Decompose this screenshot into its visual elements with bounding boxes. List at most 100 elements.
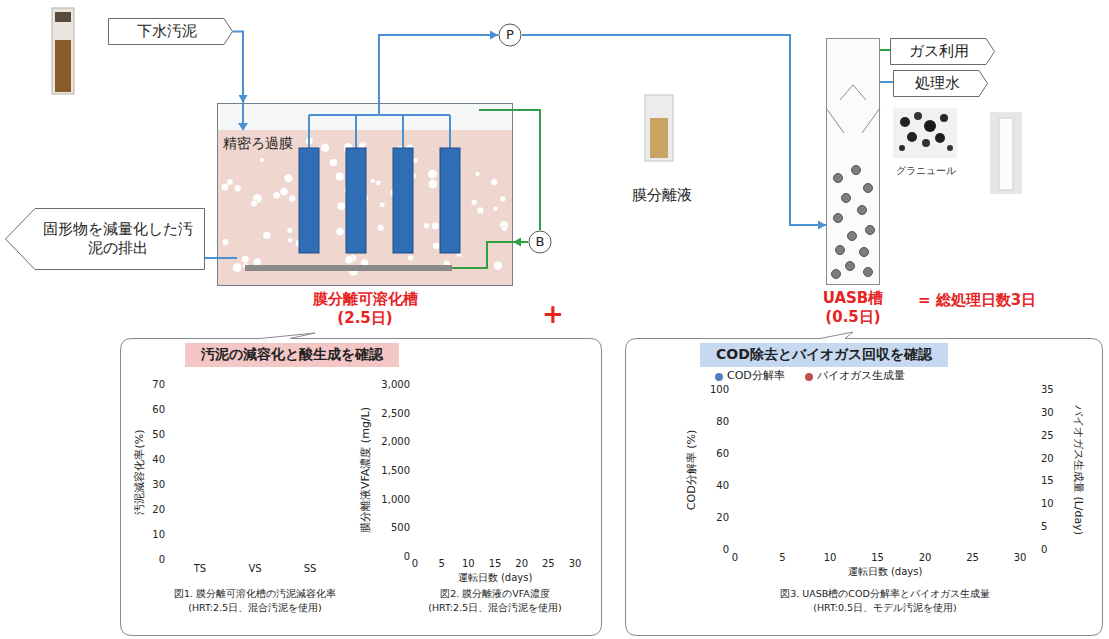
callout-title: COD除去とバイオガス回収を確認 [700,343,948,367]
edge-label: 膜分離液 [630,186,694,205]
tick-label: 15 [489,558,502,571]
tank-title: 膜分離可溶化槽 (2.5日) [300,290,430,328]
figure-caption: (HRT:2.5日、混合汚泥を使用) [188,602,322,614]
tick-label: 40 [152,454,165,467]
tick-label: 20 [515,558,528,571]
connector-line [513,110,540,230]
permeate-photo [645,95,673,161]
tick-label: 80 [716,416,729,429]
connector [880,82,893,83]
blower-symbol: B [528,230,552,254]
connector-line [880,49,890,51]
tick-label: 5 [438,558,444,571]
tick-label: 10 [824,552,837,565]
blower-letter: B [536,234,545,250]
plus-sign: + [542,298,564,331]
axis-title: 膜分離液VFA濃度 (mg/L) [359,407,373,533]
output-arrow-box: ガス利用 [890,38,995,65]
tick-label: 60 [716,448,729,461]
tank-illustration [217,103,513,286]
tick-label: 2,500 [381,407,410,420]
tick-label: 40 [716,480,729,493]
legend-label: バイオガス生成量 [817,369,905,383]
figure-caption: 図1. 膜分離可溶化槽の汚泥減容化率 [174,588,336,600]
arrow-head [513,238,521,247]
granule-photo [893,108,957,158]
membrane-label: 精密ろ過膜 [222,135,294,153]
figure-caption: 図2. 膜分離液のVFA濃度 [440,588,550,600]
tick-label: 10 [462,558,475,571]
legend-swatch [715,373,723,381]
treated-water-photo [990,112,1022,194]
tick-label: 0 [723,544,729,557]
tick-label: 10 [152,529,165,542]
tick-label: 500 [391,522,410,535]
axis-title: 運転日数 (days) [848,566,923,579]
output-arrow-box: 処理水 [893,70,988,97]
category-label: TS [194,563,206,576]
connector [880,50,890,51]
tick-label: 25 [1041,429,1054,442]
uasb-reactor: UASB槽 (0.5日) [826,38,880,285]
tick-label: 25 [542,558,555,571]
connector-line [205,257,217,259]
tick-label: 1,500 [381,465,410,478]
tick-label: 30 [1041,407,1054,420]
total-days: = 総処理日数3日 [918,291,1036,310]
tick-label: 20 [919,552,932,565]
tick-label: 15 [1041,475,1054,488]
legend-swatch [805,373,813,381]
axis-title: 運転日数 (days) [458,572,533,585]
tick-label: 100 [710,384,729,397]
tick-label: 20 [152,504,165,517]
figure-caption: (HRT:0.5日、モデル汚泥を使用) [813,602,957,614]
arrow-head [818,221,826,230]
input-label: 下水汚泥 [137,22,197,41]
discharge-arrow-box: 固形物を減量化した汚泥の排出 [5,208,205,270]
connector [513,110,540,230]
pump-letter: P [506,27,514,43]
tick-label: 1,000 [381,493,410,506]
tick-label: 15 [871,552,884,565]
input-arrow-box: 下水汚泥 [108,18,233,45]
tick-label: 10 [1041,498,1054,511]
tick-label: 0 [412,558,418,571]
connector-line [522,35,826,225]
tick-label: 0 [159,554,165,567]
connector [522,35,826,230]
tick-label: 70 [152,379,165,392]
connector [513,238,528,247]
tick-label: 2,000 [381,436,410,449]
legend-label: COD分解率 [727,369,785,383]
connector [233,32,248,104]
connector-line [233,32,243,104]
callout-title: 汚泥の減容化と酸生成を確認 [185,343,399,367]
tick-label: 35 [1041,384,1054,397]
reactor-illustration [826,38,880,285]
tick-label: 60 [152,404,165,417]
connector-line [880,81,893,83]
connector-line [379,35,498,103]
axis-title: 汚泥減容化率(%) [133,429,147,514]
category-label: VS [248,563,261,576]
figure-caption: 図3. UASB槽のCOD分解率とバイオガス生成量 [780,588,990,600]
tick-label: 3,000 [381,379,410,392]
tick-label: 5 [779,552,785,565]
figure-caption: (HRT:2.5日、混合汚泥を使用) [428,602,562,614]
arrow-head [239,95,248,103]
tick-label: 30 [569,558,582,571]
tick-label: 30 [152,479,165,492]
tick-label: 20 [1041,452,1054,465]
tick-label: 0 [404,551,410,564]
tick-label: 0 [1041,544,1047,557]
discharge-label: 固形物を減量化した汚泥の排出 [39,220,197,258]
photo-caption: グラニュール [896,165,956,178]
connector [205,258,217,259]
connector [379,31,498,104]
output-label: ガス利用 [909,42,969,61]
reactor-title: UASB槽 (0.5日) [805,289,901,327]
tick-label: 0 [732,552,738,565]
axis-title: バイオガス生成量 (L/day) [1071,405,1085,535]
pump-symbol: P [498,23,522,47]
